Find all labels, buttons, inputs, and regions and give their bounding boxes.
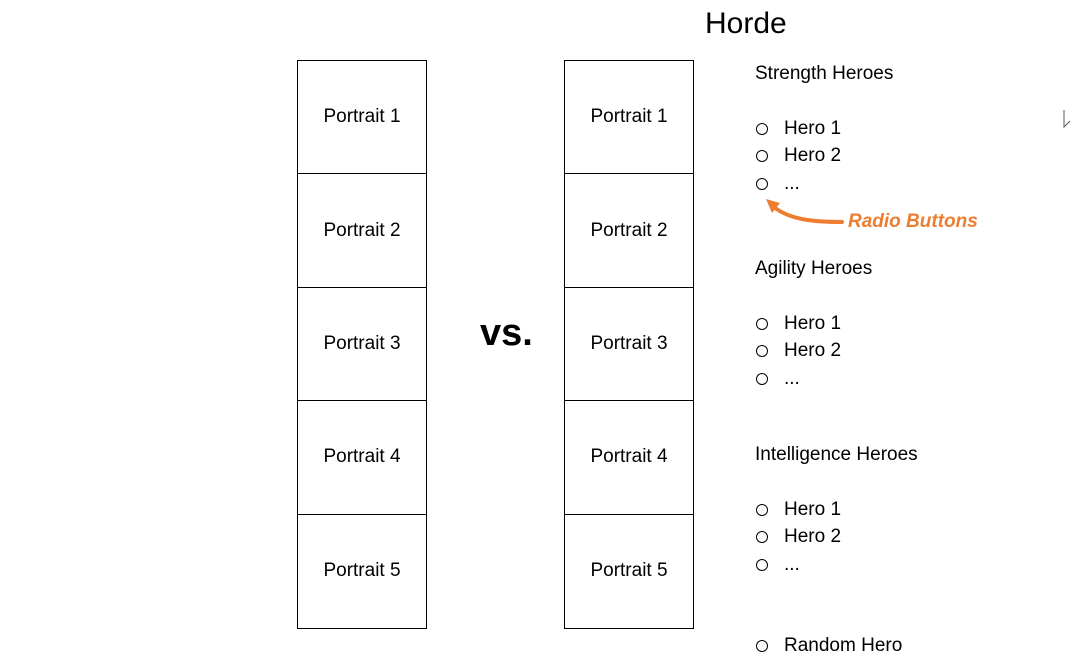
right-portrait-column: Portrait 1 Portrait 2 Portrait 3 Portrai… xyxy=(564,60,694,629)
mouse-cursor-icon xyxy=(1063,110,1071,129)
radio-label: Hero 1 xyxy=(784,118,842,139)
radio-circle-icon xyxy=(756,640,768,652)
radio-label: Random Hero xyxy=(784,635,903,656)
radio-label: Hero 2 xyxy=(784,145,842,166)
radio-circle-icon xyxy=(756,559,768,571)
radio-circle-icon xyxy=(756,318,768,330)
portrait-slot[interactable]: Portrait 2 xyxy=(298,174,426,288)
random-hero-radio[interactable]: Random Hero xyxy=(755,633,902,659)
radio-circle-icon xyxy=(756,178,768,190)
agility-hero-radio[interactable]: Hero 1 xyxy=(755,311,841,337)
portrait-slot[interactable]: Portrait 3 xyxy=(298,288,426,402)
radio-buttons-annotation: Radio Buttons xyxy=(848,211,978,232)
annotation-arrow-icon xyxy=(766,199,844,224)
page-title: Horde xyxy=(705,7,787,40)
agility-heroes-heading: Agility Heroes xyxy=(755,258,873,279)
strength-hero-radio[interactable]: Hero 1 xyxy=(755,116,841,142)
radio-label: Hero 1 xyxy=(784,313,842,334)
agility-hero-radio[interactable]: Hero 2 xyxy=(755,338,841,364)
radio-circle-icon xyxy=(756,123,768,135)
strength-hero-radio[interactable]: ... xyxy=(755,171,800,197)
portrait-slot[interactable]: Portrait 1 xyxy=(298,61,426,175)
hero-selection-panel: Strength Heroes Hero 1 Hero 2 ... Agilit… xyxy=(755,0,1055,663)
radio-circle-icon xyxy=(756,345,768,357)
intelligence-hero-radio[interactable]: Hero 1 xyxy=(755,497,841,523)
radio-circle-icon xyxy=(756,373,768,385)
portrait-slot[interactable]: Portrait 5 xyxy=(590,560,668,582)
radio-circle-icon xyxy=(756,150,768,162)
intelligence-heroes-heading: Intelligence Heroes xyxy=(755,444,918,465)
radio-label: ... xyxy=(784,368,800,389)
portrait-slot[interactable]: Portrait 2 xyxy=(565,174,693,288)
radio-label: Hero 2 xyxy=(784,526,842,547)
radio-label: ... xyxy=(784,554,800,575)
intelligence-hero-radio[interactable]: Hero 2 xyxy=(755,524,841,550)
strength-hero-radio[interactable]: Hero 2 xyxy=(755,143,841,169)
versus-label: vs. xyxy=(480,312,533,354)
portrait-slot[interactable]: Portrait 3 xyxy=(565,288,693,402)
radio-label: ... xyxy=(784,173,800,194)
left-portrait-column: Portrait 1 Portrait 2 Portrait 3 Portrai… xyxy=(297,60,427,629)
strength-heroes-heading: Strength Heroes xyxy=(755,63,894,84)
portrait-slot[interactable]: Portrait 4 xyxy=(298,401,426,515)
radio-label: Hero 1 xyxy=(784,499,842,520)
portrait-slot[interactable]: Portrait 1 xyxy=(565,61,693,175)
radio-label: Hero 2 xyxy=(784,340,842,361)
radio-circle-icon xyxy=(756,504,768,516)
agility-hero-radio[interactable]: ... xyxy=(755,366,800,392)
portrait-slot[interactable]: Portrait 5 xyxy=(323,560,401,582)
portrait-slot[interactable]: Portrait 4 xyxy=(565,401,693,515)
radio-circle-icon xyxy=(756,531,768,543)
intelligence-hero-radio[interactable]: ... xyxy=(755,552,800,578)
